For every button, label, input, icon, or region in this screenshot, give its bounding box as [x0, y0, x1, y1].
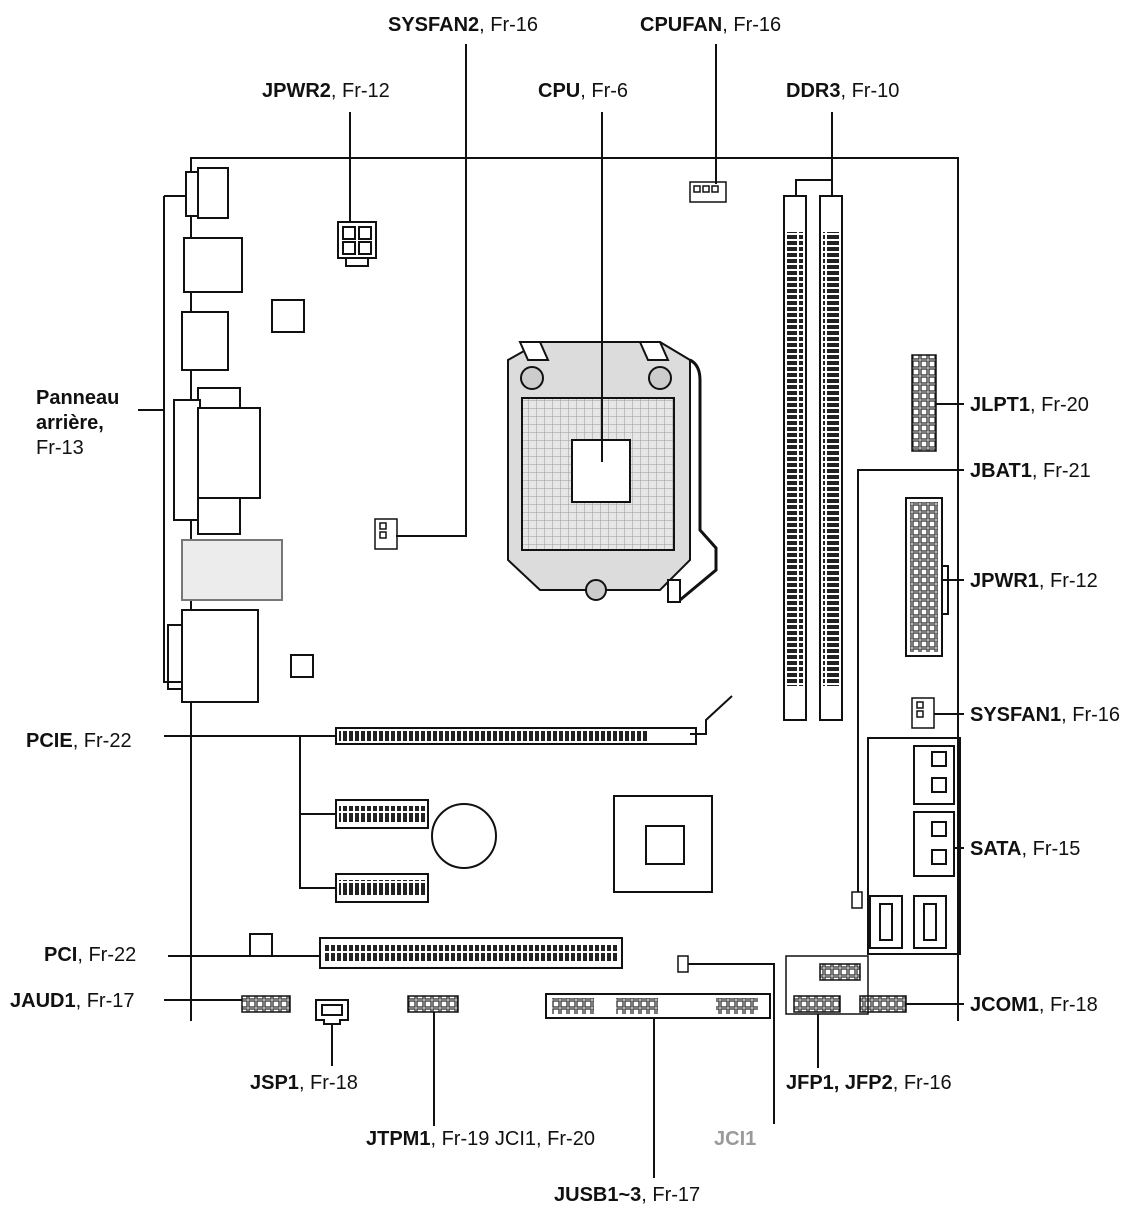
chipset [613, 795, 713, 893]
label-jlpt1: JLPT1, Fr-20 [970, 394, 1089, 416]
jusb2-header [616, 998, 658, 1014]
rear-panel-io [167, 167, 283, 703]
sysfan2-header [374, 518, 398, 550]
jpwr2-connector [337, 221, 377, 267]
label-ddr3: DDR3, Fr-10 [786, 80, 900, 102]
label-sysfan1: SYSFAN1, Fr-16 [970, 704, 1121, 726]
jsp1-speaker [315, 999, 349, 1025]
ddr3-slots [783, 195, 843, 721]
label-sata: SATA, Fr-15 [970, 838, 1081, 860]
label-cpufan: CPUFAN, Fr-16 [640, 14, 782, 36]
label-jcom1: JCOM1, Fr-18 [970, 994, 1098, 1016]
label-jci1: JCI1 [714, 1128, 757, 1150]
label-rear-panel: Panneau arrière, Fr-13 [36, 387, 120, 459]
jfp1-header [793, 995, 841, 1013]
label-jsp1: JSP1, Fr-18 [250, 1072, 358, 1094]
sysfan1-header [911, 697, 935, 729]
jusb3-header [716, 998, 758, 1014]
jfp2-header [819, 963, 861, 981]
label-cpu: CPU, Fr-6 [538, 80, 629, 102]
label-jusb1-3: JUSB1~3, Fr-17 [554, 1184, 701, 1206]
label-pcie: PCIE, Fr-22 [26, 730, 132, 752]
jlpt1-header [911, 354, 937, 452]
jusb1-header [552, 998, 594, 1014]
label-jtpm1: JTPM1, Fr-19 JCI1, Fr-20 [366, 1128, 595, 1150]
jtpm1-header [407, 995, 459, 1013]
cpufan-header [689, 181, 727, 203]
cpu-socket [507, 341, 718, 603]
battery [431, 803, 497, 869]
pcie-x1-slots [335, 799, 429, 903]
label-jpwr2: JPWR2, Fr-12 [262, 80, 390, 102]
jpwr1-connector [905, 497, 949, 657]
pcie-x16-slot [335, 695, 733, 745]
label-jaud1: JAUD1, Fr-17 [10, 990, 135, 1012]
jaud1-header [241, 995, 291, 1013]
jci1-jumper [677, 955, 689, 973]
leader-lines [138, 44, 964, 1178]
label-pci: PCI, Fr-22 [44, 944, 137, 966]
chip-small-mid [290, 654, 314, 678]
jfp-area [785, 955, 869, 1015]
pci-slot [319, 937, 623, 969]
small-component [249, 933, 273, 957]
label-sysfan2: SYSFAN2, Fr-16 [388, 14, 539, 36]
label-jpwr1: JPWR1, Fr-12 [970, 570, 1098, 592]
sata-connectors [867, 737, 961, 955]
label-jfp1-jfp2: JFP1, JFP2, Fr-16 [786, 1072, 952, 1094]
chip-small-top [271, 299, 305, 333]
jbat1-jumper [851, 891, 863, 909]
jcom1-header [859, 995, 907, 1013]
label-jbat1: JBAT1, Fr-21 [970, 460, 1091, 482]
